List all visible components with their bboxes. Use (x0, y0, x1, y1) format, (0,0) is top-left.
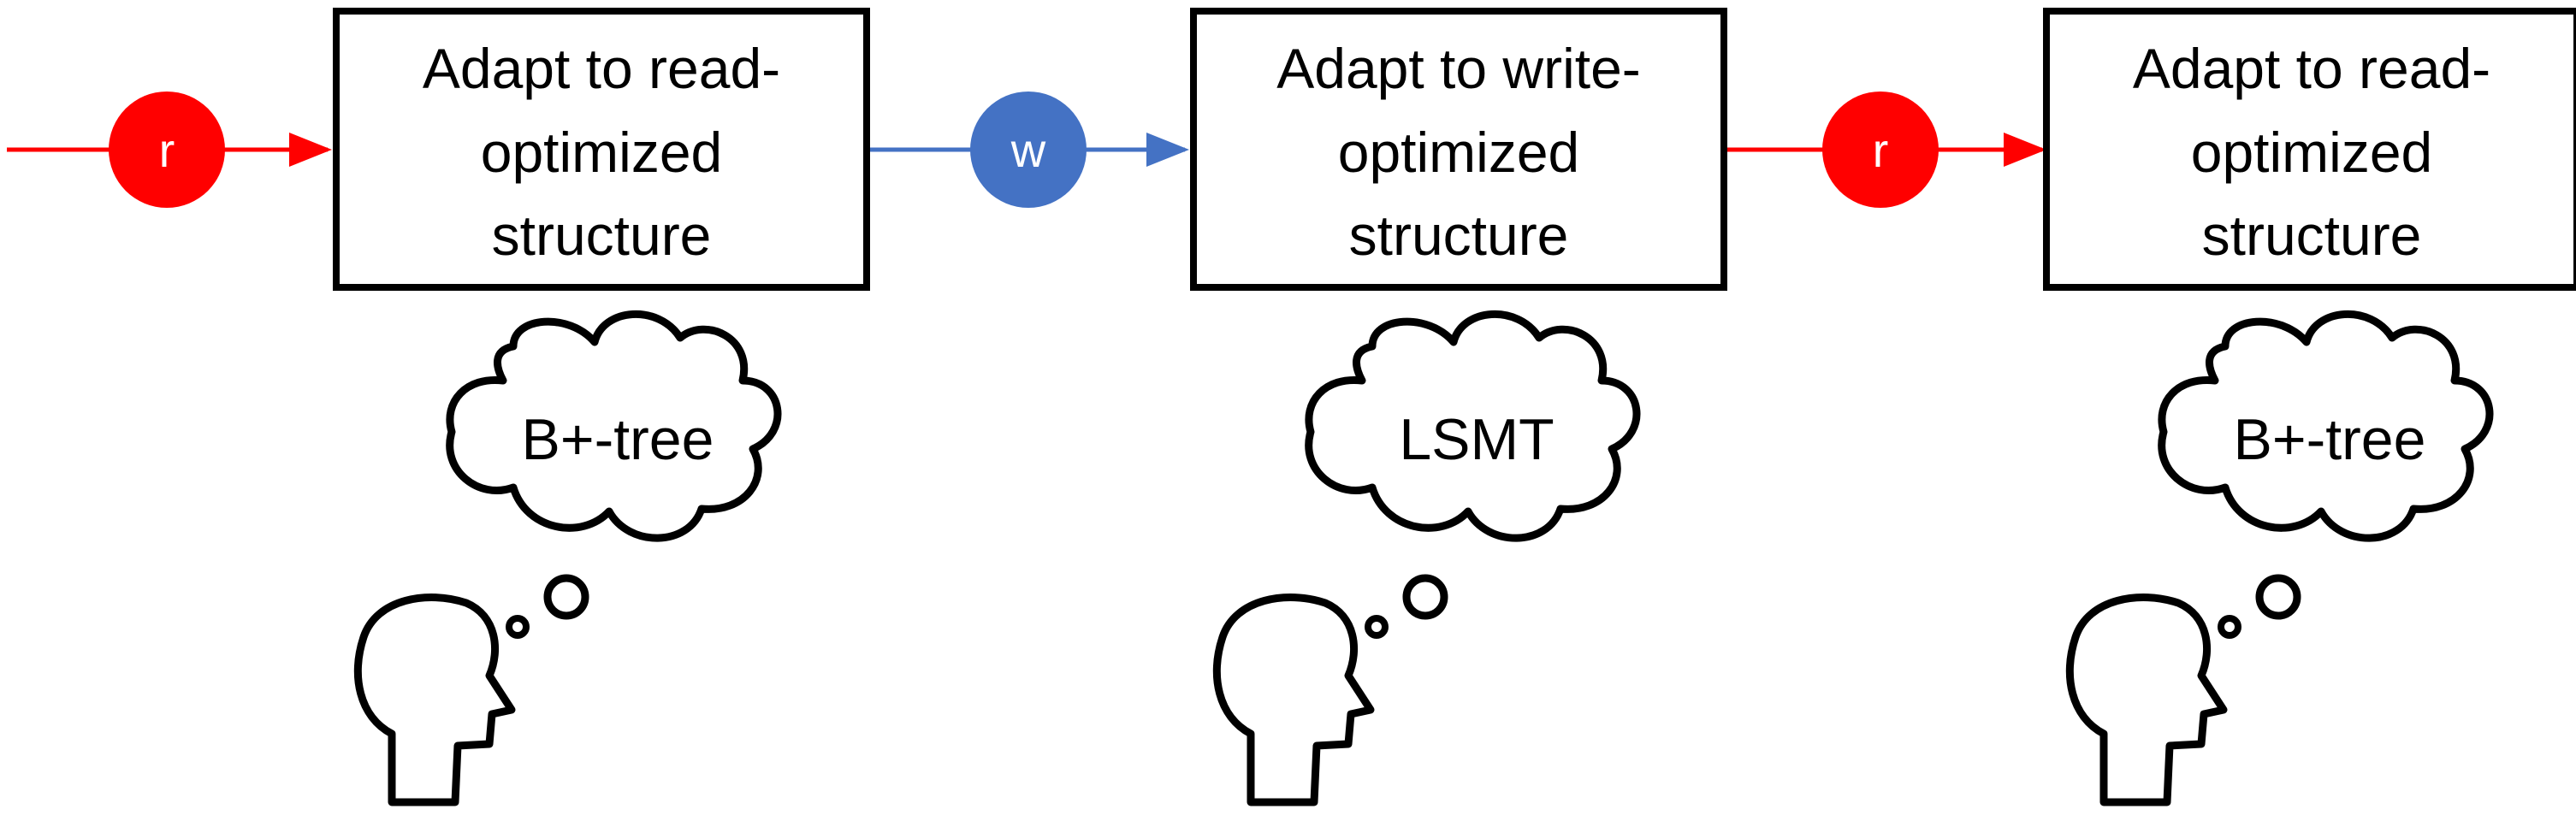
box-1-line-1: Adapt to read- (423, 37, 780, 100)
arrow-1-read: r (7, 92, 332, 208)
thought-bubble-large (2255, 574, 2301, 620)
thought-cloud-icon (1305, 310, 1641, 542)
thinker-1: B+-tree (353, 310, 782, 806)
box-2-line-3: structure (1349, 204, 1569, 267)
thought-cloud-icon (446, 310, 782, 542)
read-op-label: r (1873, 123, 1889, 177)
thought-bubble-small (1365, 615, 1389, 639)
head-icon (2065, 594, 2228, 806)
box-3-line-2: optimized (2191, 121, 2432, 184)
write-op-node (970, 92, 1087, 208)
arrow-3-read: r (1722, 92, 2046, 208)
head-icon (1212, 594, 1375, 806)
box-1-line-3: structure (492, 204, 712, 267)
thought-text-2: LSMT (1399, 407, 1554, 472)
box-3-line-3: structure (2202, 204, 2422, 267)
thought-bubble-large (543, 574, 589, 620)
adapt-box-3: Adapt to read- optimized structure (2043, 8, 2576, 291)
arrow-2-write: w (866, 92, 1189, 208)
read-op-node (109, 92, 225, 208)
thought-cloud-icon (2158, 310, 2494, 542)
thought-bubble-small (2218, 615, 2241, 639)
write-op-label: w (1010, 123, 1046, 177)
thinker-3: B+-tree (2065, 310, 2494, 806)
box-2-line-2: optimized (1338, 121, 1579, 184)
adapt-box-1: Adapt to read- optimized structure (333, 8, 870, 291)
thought-bubble-large (1402, 574, 1448, 620)
head-icon (353, 594, 516, 806)
box-1-line-2: optimized (481, 121, 722, 184)
box-3-line-1: Adapt to read- (2133, 37, 2490, 100)
box-2-line-1: Adapt to write- (1276, 37, 1641, 100)
thought-text-1: B+-tree (522, 407, 714, 472)
read-op-label: r (159, 123, 175, 177)
thought-bubble-small (506, 615, 530, 639)
read-op-node (1822, 92, 1939, 208)
thought-text-3: B+-tree (2234, 407, 2426, 472)
adapt-box-2: Adapt to write- optimized structure (1190, 8, 1727, 291)
thinker-2: LSMT (1212, 310, 1641, 806)
